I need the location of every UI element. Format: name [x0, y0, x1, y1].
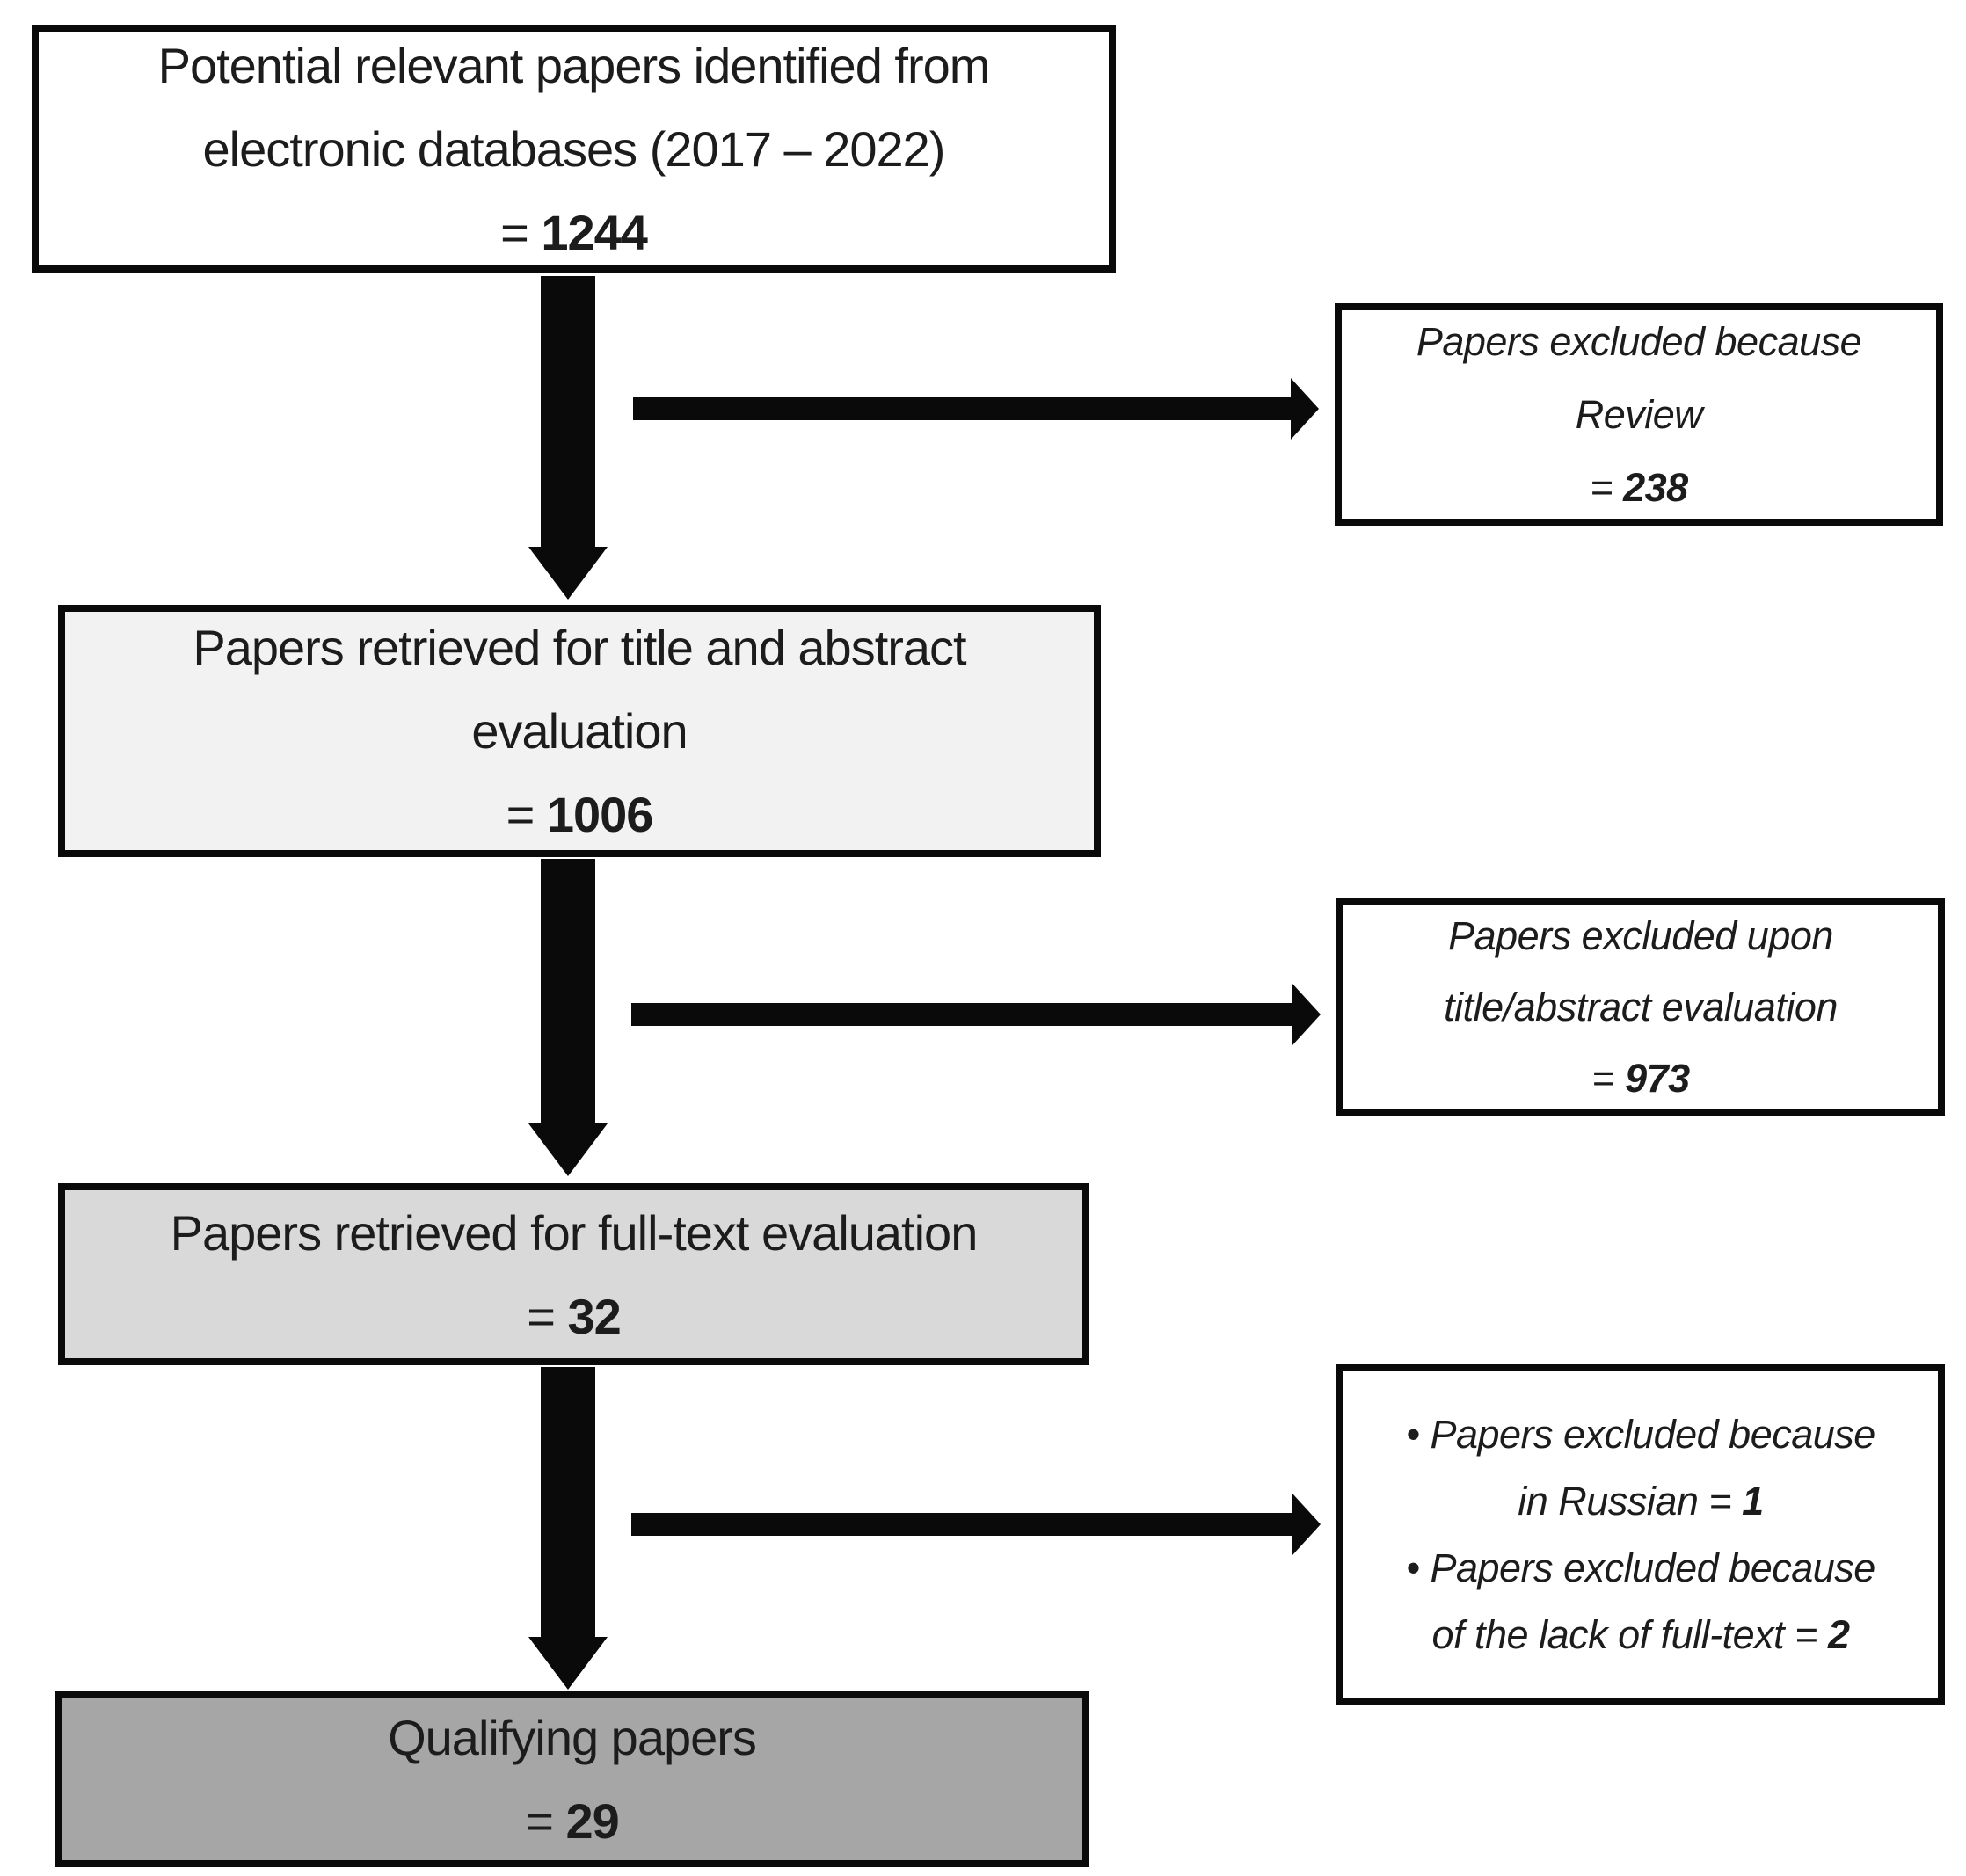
count-value: 1244: [541, 204, 648, 260]
arrow-head-icon: [1292, 1494, 1321, 1555]
box-count: = 1006: [506, 773, 654, 856]
bullet-icon: •: [1406, 1545, 1431, 1590]
box-text-line: evaluation: [471, 703, 688, 759]
count-value: 238: [1623, 465, 1688, 510]
box-papers-identified: Potential relevant papers identified fro…: [32, 25, 1116, 273]
side-box-text-line: Review: [1575, 392, 1703, 437]
equals-sign: =: [525, 1793, 566, 1849]
arrow-shaft: [631, 1513, 1292, 1536]
box-full-text-evaluation: Papers retrieved for full-text evaluatio…: [58, 1183, 1089, 1365]
box-qualifying-papers: Qualifying papers = 29: [55, 1691, 1089, 1867]
side-box-excluded-fulltext: • Papers excluded because in Russian = 1…: [1336, 1364, 1945, 1705]
equals-sign: =: [1590, 465, 1624, 510]
arrow-head-icon: [1291, 378, 1319, 440]
count-value: 2: [1827, 1611, 1850, 1657]
box-count: = 29: [525, 1779, 620, 1863]
arrow-head-icon: [528, 1637, 608, 1690]
box-title-abstract-evaluation: Papers retrieved for title and abstract …: [58, 605, 1101, 857]
box-text-line: electronic databases (2017 – 2022): [202, 120, 946, 177]
count-value: 973: [1625, 1056, 1690, 1101]
equals-sign: =: [527, 1288, 568, 1344]
count-value: 1006: [546, 787, 654, 842]
arrow-shaft: [541, 859, 595, 1123]
arrow-shaft: [633, 397, 1291, 420]
side-box-text-line: Papers excluded because: [1416, 319, 1862, 364]
count-value: 32: [567, 1288, 621, 1344]
side-box-count: = 238: [1590, 451, 1688, 524]
box-count: = 1244: [500, 191, 648, 274]
box-text-line: Potential relevant papers identified fro…: [157, 37, 991, 93]
equals-sign: =: [500, 204, 542, 260]
box-text-line: Papers retrieved for title and abstract: [193, 620, 966, 675]
exclusion-bullet-item: • Papers excluded because of the lack of…: [1403, 1535, 1878, 1669]
exclusion-bullet-list: • Papers excluded because in Russian = 1…: [1403, 1401, 1878, 1669]
count-value: 1: [1742, 1478, 1764, 1523]
equals-sign: =: [1591, 1056, 1626, 1101]
arrow-shaft: [541, 1367, 595, 1637]
count-value: 29: [565, 1793, 619, 1849]
side-box-text-line: title/abstract evaluation: [1444, 985, 1838, 1029]
arrow-shaft: [631, 1003, 1292, 1026]
arrow-head-icon: [1292, 984, 1321, 1045]
box-text-line: Papers retrieved for full-text evaluatio…: [170, 1204, 979, 1261]
side-box-excluded-title-abstract: Papers excluded upon title/abstract eval…: [1336, 898, 1945, 1116]
arrow-head-icon: [528, 1123, 608, 1176]
side-box-count: = 973: [1591, 1043, 1690, 1114]
arrow-head-icon: [528, 547, 608, 600]
box-text-line: Qualifying papers: [388, 1710, 757, 1765]
box-count: = 32: [527, 1275, 622, 1358]
side-box-excluded-review: Papers excluded because Review = 238: [1335, 303, 1943, 526]
equals-sign: =: [506, 787, 547, 842]
bullet-text: Papers excluded because of the lack of f…: [1430, 1545, 1875, 1657]
side-box-text-line: Papers excluded upon: [1448, 913, 1833, 958]
bullet-icon: •: [1406, 1411, 1431, 1457]
bullet-text: Papers excluded because in Russian =: [1430, 1411, 1875, 1523]
exclusion-bullet-item: • Papers excluded because in Russian = 1: [1403, 1401, 1878, 1535]
arrow-shaft: [541, 276, 595, 547]
